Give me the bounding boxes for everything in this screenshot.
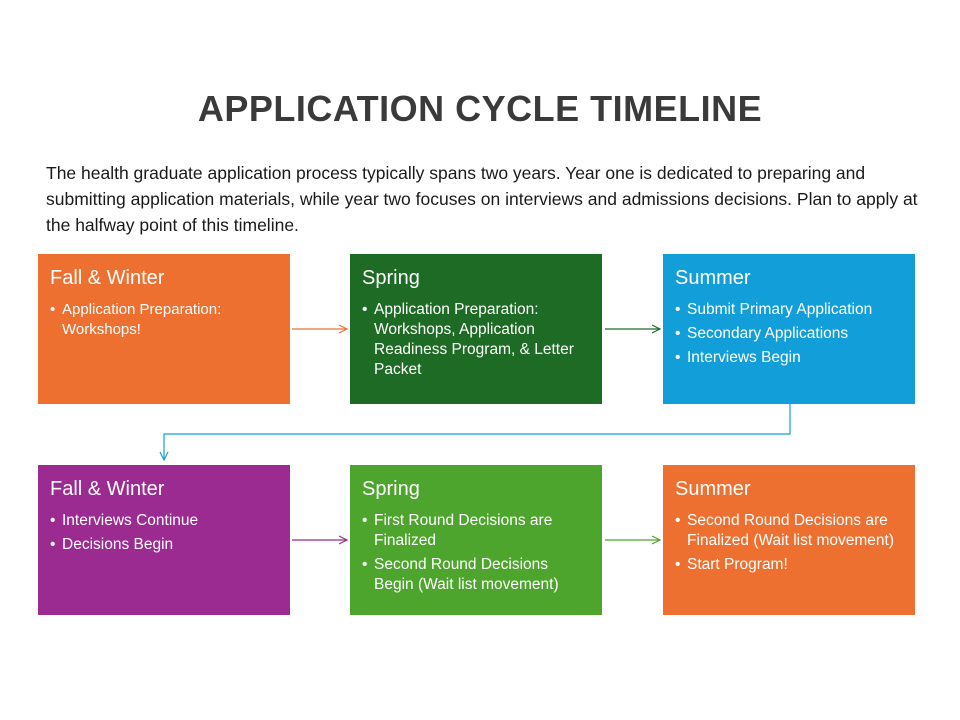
stage-items: Second Round Decisions are Finalized (Wa…	[675, 511, 903, 575]
stage-title: Fall & Winter	[50, 267, 165, 289]
stage-box-year1-spring: Spring Application Preparation: Workshop…	[350, 254, 602, 404]
stage-items: First Round Decisions are Finalized Seco…	[362, 511, 590, 595]
stage-items: Interviews Continue Decisions Begin	[50, 511, 278, 555]
stage-item: Second Round Decisions are Finalized (Wa…	[675, 511, 903, 551]
stage-box-year2-spring: Spring First Round Decisions are Finaliz…	[350, 465, 602, 615]
stage-title: Spring	[362, 267, 420, 289]
intro-paragraph: The health graduate application process …	[46, 163, 918, 235]
stage-box-year1-summer: Summer Submit Primary Application Second…	[663, 254, 915, 404]
stage-item: Interviews Begin	[675, 348, 903, 368]
stage-item: Submit Primary Application	[675, 300, 903, 320]
page-title: APPLICATION CYCLE TIMELINE	[197, 88, 763, 129]
stage-title: Summer	[675, 267, 751, 289]
stage-item: Interviews Continue	[50, 511, 278, 531]
stage-title: Summer	[675, 478, 751, 500]
stage-item: Application Preparation: Workshops!	[50, 300, 278, 340]
arrow-connector-3	[164, 404, 791, 460]
stage-title: Spring	[362, 478, 420, 500]
stage-items: Application Preparation: Workshops!	[50, 300, 278, 340]
stage-item: Decisions Begin	[50, 535, 278, 555]
stage-items: Submit Primary Application Secondary App…	[675, 300, 903, 368]
stage-items: Application Preparation: Workshops, Appl…	[362, 300, 590, 380]
stage-box-year2-summer: Summer Second Round Decisions are Finali…	[663, 465, 915, 615]
stage-item: Application Preparation: Workshops, Appl…	[362, 300, 590, 380]
stage-title: Fall & Winter	[50, 478, 165, 500]
stage-item: Secondary Applications	[675, 324, 903, 344]
stage-box-year2-fall-winter: Fall & Winter Interviews Continue Decisi…	[38, 465, 290, 615]
stage-item: Second Round Decisions Begin (Wait list …	[362, 555, 590, 595]
stage-item: Start Program!	[675, 555, 903, 575]
stage-item: First Round Decisions are Finalized	[362, 511, 590, 551]
stage-box-year1-fall-winter: Fall & Winter Application Preparation: W…	[38, 254, 290, 404]
